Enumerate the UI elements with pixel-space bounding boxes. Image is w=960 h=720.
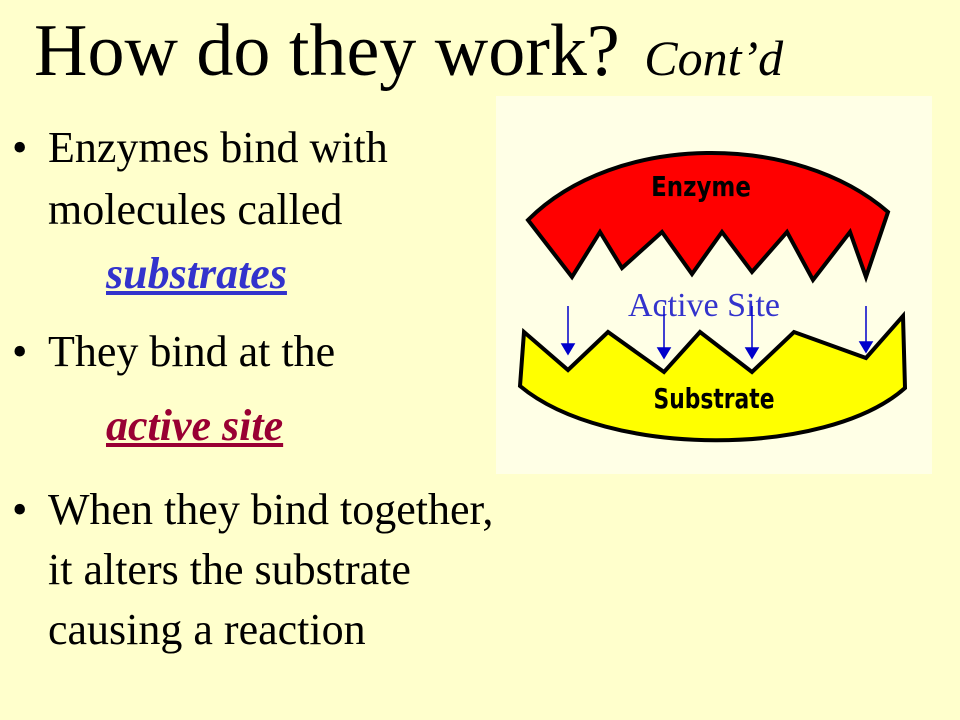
term-active-site: active site: [106, 401, 284, 450]
slide-title: How do they work? Cont’d: [34, 6, 783, 103]
bullet-1-line-2: molecules called: [48, 185, 343, 234]
active-site-arrows: [560, 306, 874, 360]
term-substrates: substrates: [106, 249, 287, 298]
enzyme-substrate-diagram: Enzyme Substrate Active Site: [496, 96, 932, 474]
bullet-3-line-2: it alters the substrate: [48, 545, 411, 594]
enzyme-shape: [525, 151, 891, 284]
substrate-label: Substrate: [653, 382, 774, 414]
title-subtitle: Cont’d: [644, 30, 784, 86]
enzyme-label: Enzyme: [651, 171, 751, 204]
title-main: How do they work?: [34, 10, 620, 92]
bullet-3-line-1: When they bind together,: [48, 485, 494, 534]
bullet-marker: •: [12, 123, 28, 172]
bullet-2-line-1: They bind at the: [48, 327, 336, 376]
bullet-3-line-3: causing a reaction: [48, 605, 366, 654]
enzyme-substrate-svg: Enzyme Substrate Active Site: [517, 151, 908, 443]
bullet-marker: •: [12, 485, 28, 534]
bullet-marker: •: [12, 327, 28, 376]
bullet-1-line-1: Enzymes bind with: [48, 123, 388, 172]
substrate-shape: [517, 310, 908, 443]
active-site-label: Active Site: [628, 287, 780, 324]
